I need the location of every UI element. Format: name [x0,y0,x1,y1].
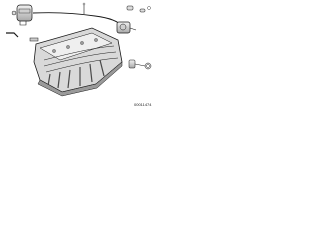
vacuum-hose [32,2,123,27]
reference-code: 00011474 [134,102,152,107]
check-valve [126,5,151,13]
elbow-fitting [6,32,39,42]
vacuum-reservoir [11,4,33,26]
throttle-body [116,21,137,34]
parts-diagram-drawing [6,2,152,97]
intake-manifold [33,27,123,97]
parts-diagram [0,0,160,112]
hose-clamp [128,59,152,70]
